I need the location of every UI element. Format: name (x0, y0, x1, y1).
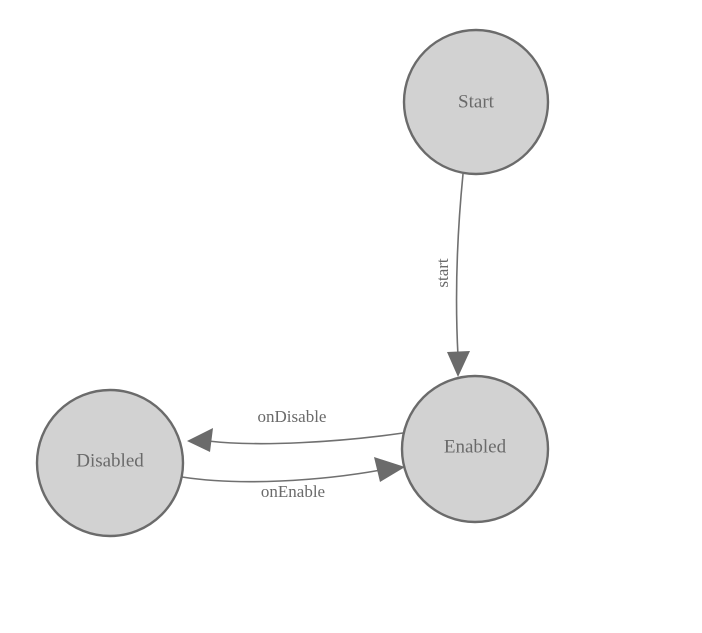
edge-enabled-to-disabled[interactable]: onDisable (187, 407, 404, 452)
state-node-label-start: Start (458, 91, 495, 112)
state-node-circle-start (402, 28, 550, 176)
edge-disabled-to-enabled[interactable]: onEnable (181, 457, 405, 501)
edge-label-ondisable: onDisable (258, 407, 327, 426)
edge-label-start: start (433, 258, 452, 288)
state-node-disabled[interactable]: Disabled (35, 388, 185, 538)
edge-start-to-enabled[interactable]: start (433, 173, 470, 377)
arrowhead-icon-disabled-to-enabled (374, 457, 405, 482)
edge-line-disabled-to-enabled (181, 469, 382, 483)
edge-label-onenable: onEnable (261, 482, 325, 501)
edge-line-enabled-to-disabled (207, 432, 404, 445)
edge-line-start-to-enabled (455, 173, 464, 357)
state-node-enabled[interactable]: Enabled (400, 374, 550, 524)
state-node-circle-disabled (35, 388, 185, 538)
state-node-label-enabled: Enabled (444, 436, 507, 457)
state-node-label-disabled: Disabled (76, 450, 144, 471)
arrowhead-icon-start-to-enabled (447, 351, 470, 377)
arrowhead-icon-enabled-to-disabled (187, 428, 213, 452)
state-node-circle-enabled (400, 374, 550, 524)
state-node-start[interactable]: Start (402, 28, 550, 176)
